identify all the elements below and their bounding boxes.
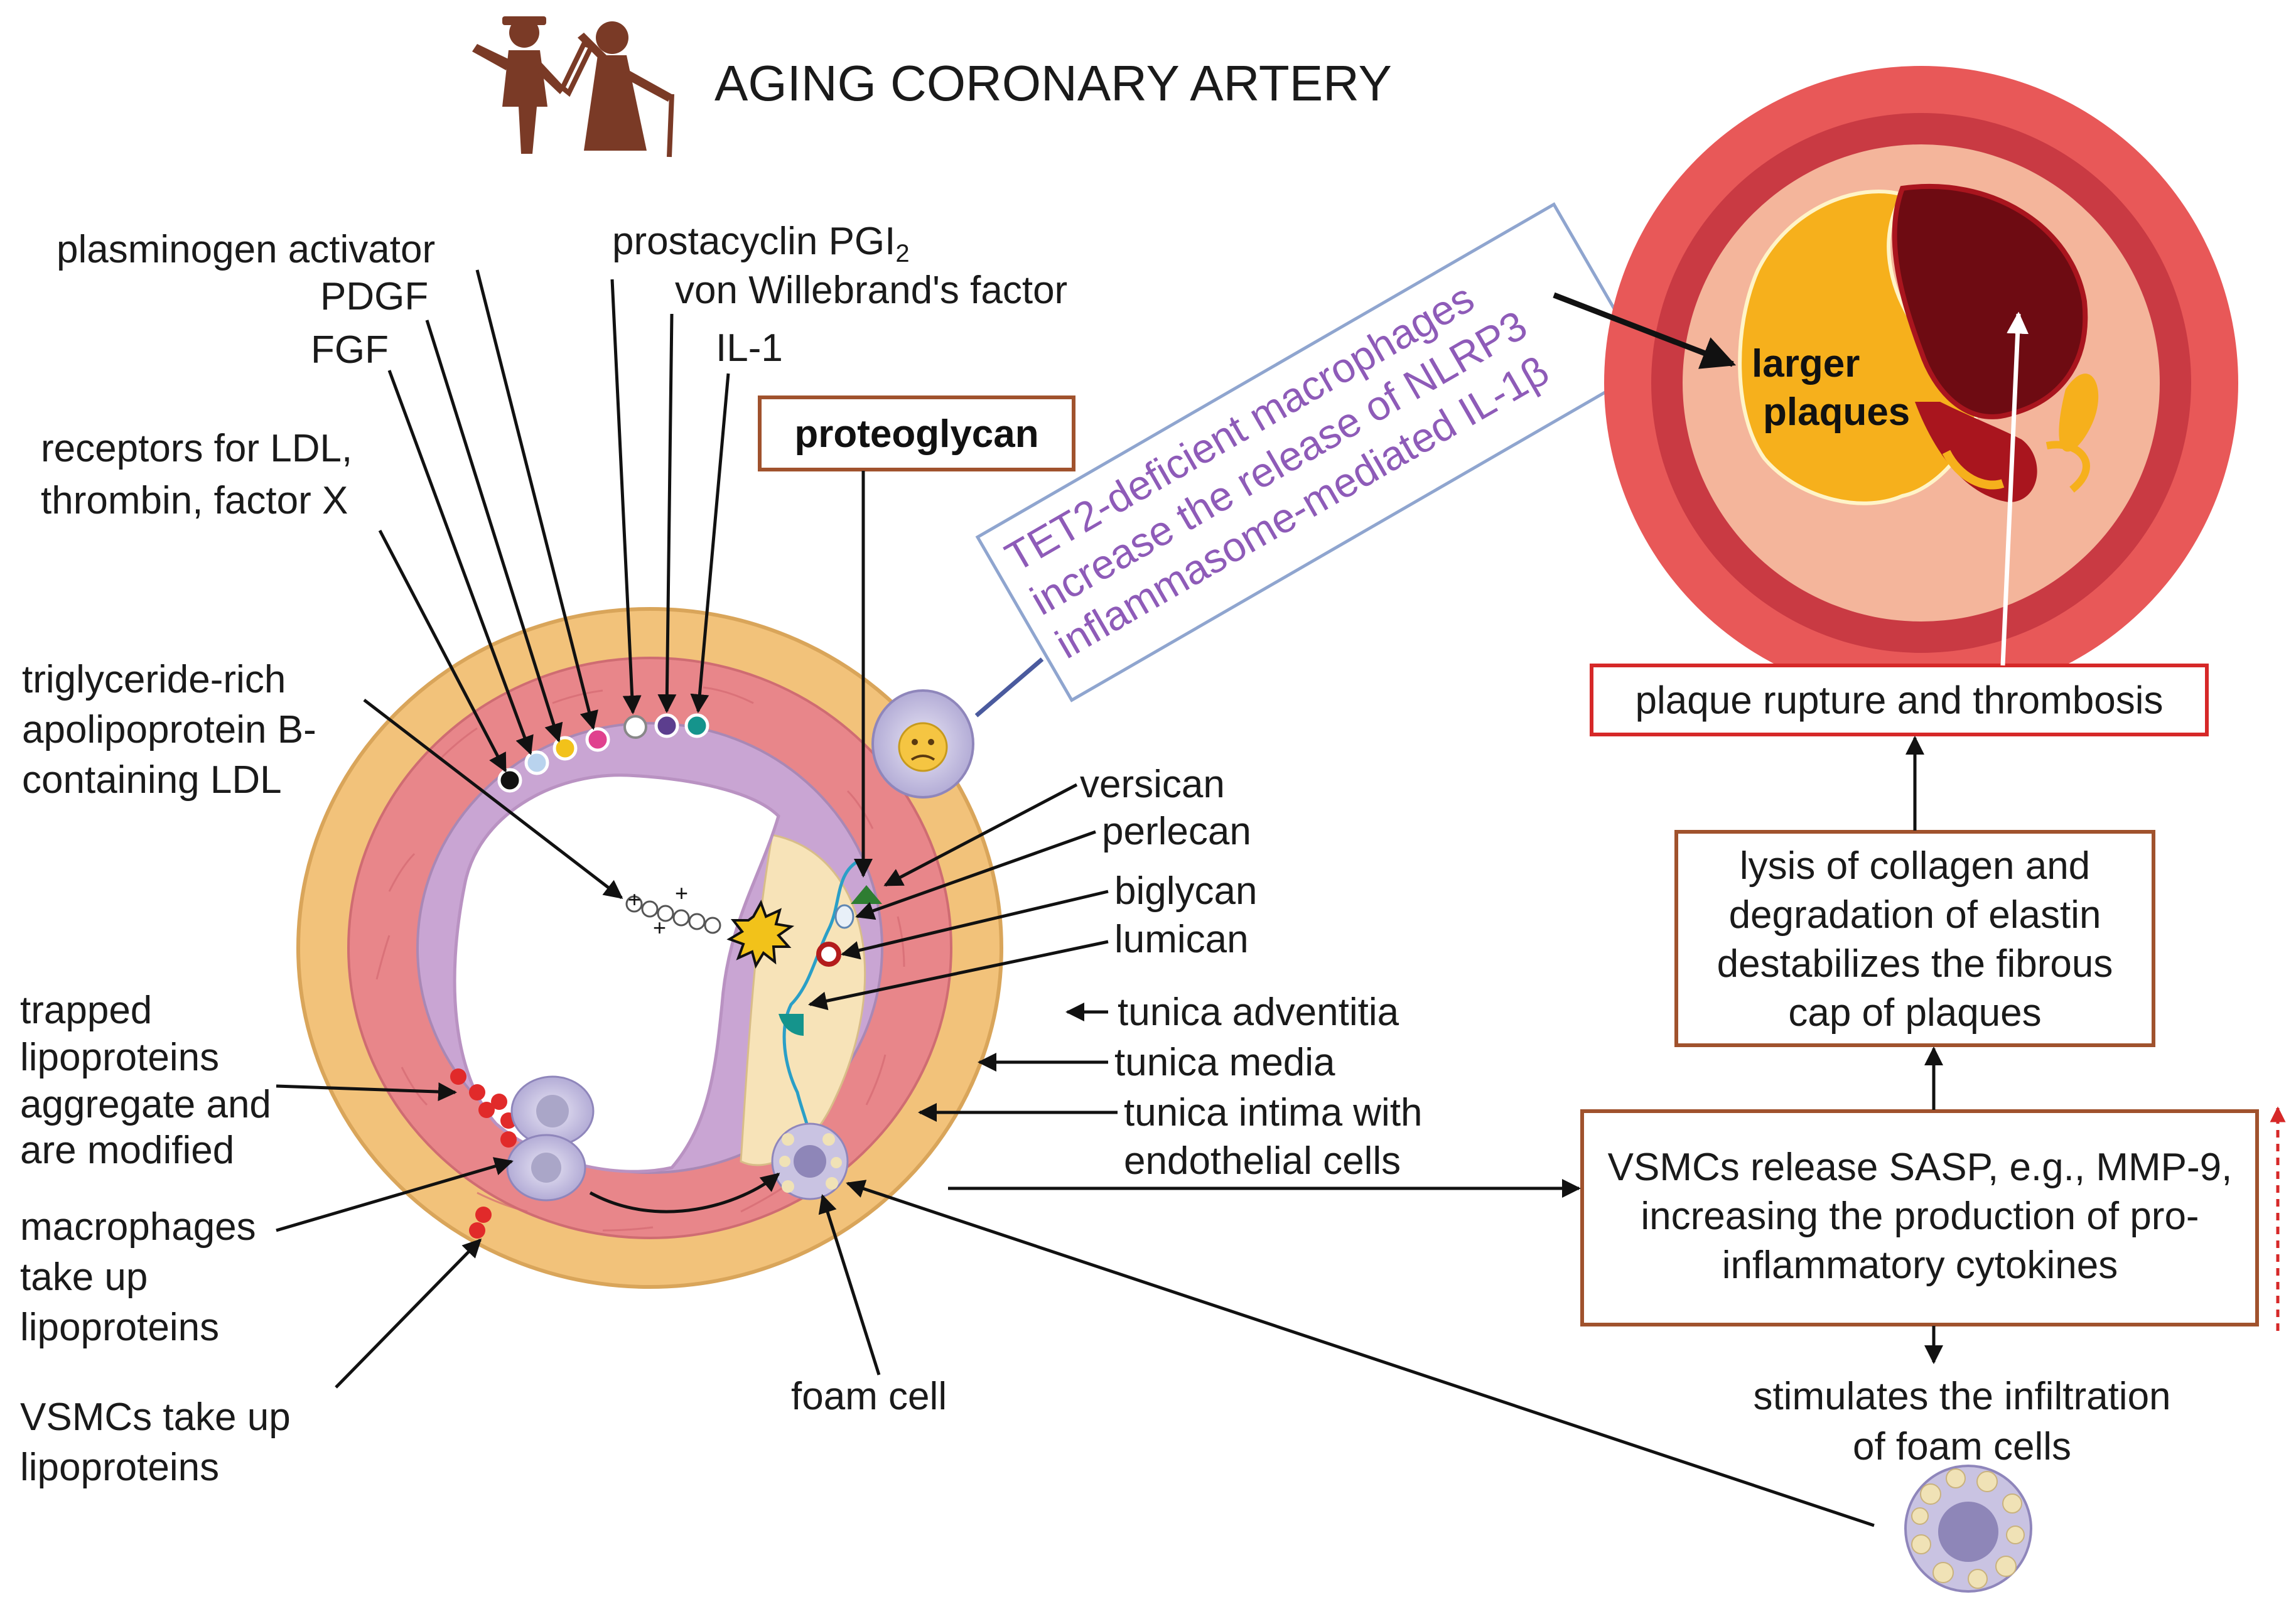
label-macrophages-line1: macrophages	[20, 1205, 256, 1249]
label-triglyceride-line1: triglyceride-rich	[22, 658, 286, 701]
lysis-box	[1674, 830, 2155, 1047]
thrombus	[1892, 183, 2088, 419]
svg-text:+: +	[675, 880, 688, 906]
label-prostacyclin: prostacyclin PGI2	[612, 220, 910, 267]
rupture-to-plaque-arrow	[2000, 311, 2029, 666]
macrophage-cell	[506, 1075, 595, 1202]
label-receptors-line1: receptors for LDL,	[41, 427, 352, 470]
label-larger-plaques-line1: larger	[1752, 342, 1860, 385]
label-lysis-line4: cap of plaques	[1788, 991, 2041, 1035]
label-sasp-line1: VSMCs release SASP, e.g., MMP-9,	[1608, 1146, 2233, 1189]
label-macrophages-line3: lipoproteins	[20, 1306, 219, 1349]
proteoglycan-fibre	[782, 858, 861, 1162]
label-triglyceride-line2: apolipoprotein B-	[22, 708, 316, 751]
label-trapped-line1: trapped	[20, 989, 152, 1032]
label-tunica-adventitia: tunica adventitia	[1118, 991, 1399, 1034]
proteoglycan-box	[758, 395, 1075, 471]
label-proteoglycan: proteoglycan	[794, 412, 1038, 456]
plaque-rupture-box	[1590, 664, 2209, 736]
versican-marker	[851, 885, 882, 904]
label-tunica-intima-line1: tunica intima with	[1124, 1091, 1423, 1134]
label-lysis-line1: lysis of collagen and	[1740, 844, 2090, 888]
label-plasminogen-activator: plasminogen activator	[57, 228, 435, 271]
receptor-dot-purple	[654, 713, 679, 738]
label-lumican: lumican	[1114, 918, 1249, 961]
label-larger-plaques-line2: plaques	[1763, 390, 1910, 434]
label-tunica-intima-line2: endothelial cells	[1124, 1139, 1401, 1183]
label-receptors-line2: thrombin, factor X	[41, 479, 348, 522]
modified-ldl-burst-icon	[726, 900, 795, 969]
diseased-artery	[1604, 66, 2238, 700]
label-trapped-line3: aggregate and	[20, 1083, 271, 1126]
biglycan-marker	[816, 942, 841, 967]
svg-text:+: +	[653, 915, 666, 940]
receptor-dot-teal	[684, 713, 709, 738]
label-vsmcs-line2: lipoproteins	[20, 1446, 219, 1489]
ldl-chain	[625, 895, 721, 934]
receptor-dot-black	[497, 768, 522, 793]
sasp-box	[1580, 1109, 2259, 1326]
label-plaque-rupture: plaque rupture and thrombosis	[1636, 679, 2164, 722]
label-fgf: FGF	[311, 328, 389, 372]
label-tunica-media: tunica media	[1114, 1041, 1335, 1084]
label-pdgf: PDGF	[320, 275, 428, 318]
sad-face-icon	[898, 722, 948, 772]
label-biglycan: biglycan	[1114, 869, 1257, 913]
lumican-marker	[779, 1014, 804, 1036]
receptor-dot-lightblue	[524, 750, 549, 775]
label-stimulates-line2: of foam cells	[1853, 1425, 2071, 1468]
label-stimulates-line1: stimulates the infiltration	[1753, 1375, 2170, 1418]
label-lysis-line2: degradation of elastin	[1729, 893, 2101, 937]
page-title: AGING CORONARY ARTERY	[714, 55, 1392, 111]
receptor-dot-yellow	[552, 736, 578, 761]
label-versican: versican	[1080, 763, 1225, 806]
tet2-callout: TET2-deficient macrophages increase the …	[975, 202, 1651, 702]
elderly-couple-icon	[472, 16, 674, 158]
label-macrophages-line2: take up	[20, 1256, 148, 1299]
label-triglyceride-line3: containing LDL	[22, 758, 282, 802]
perlecan-marker	[834, 904, 854, 929]
label-il1: IL-1	[716, 326, 783, 370]
label-trapped-line4: are modified	[20, 1129, 234, 1172]
annotation-arrows	[276, 269, 2286, 1527]
label-sasp-line3: inflammatory cytokines	[1722, 1244, 2118, 1287]
label-von-willebrand-factor: von Willebrand's factor	[675, 269, 1067, 312]
label-vsmcs-line1: VSMCs take up	[20, 1396, 291, 1439]
tet2-macrophage-cell	[871, 689, 974, 799]
receptor-dot-white	[623, 715, 647, 739]
infiltrating-foam-cell	[1904, 1465, 2032, 1593]
label-trapped-line2: lipoproteins	[20, 1036, 219, 1079]
svg-text:+: +	[628, 886, 641, 912]
label-perlecan: perlecan	[1102, 810, 1251, 853]
label-sasp-line2: increasing the production of pro-	[1641, 1195, 2199, 1238]
tet2-connector	[974, 657, 1044, 718]
receptor-dot-magenta	[585, 727, 610, 752]
tet2-to-plaque-arrow	[1553, 292, 1737, 369]
foam-cell	[771, 1122, 849, 1200]
label-foam-cell: foam cell	[791, 1375, 947, 1418]
label-lysis-line3: destabilizes the fibrous	[1717, 942, 2113, 986]
